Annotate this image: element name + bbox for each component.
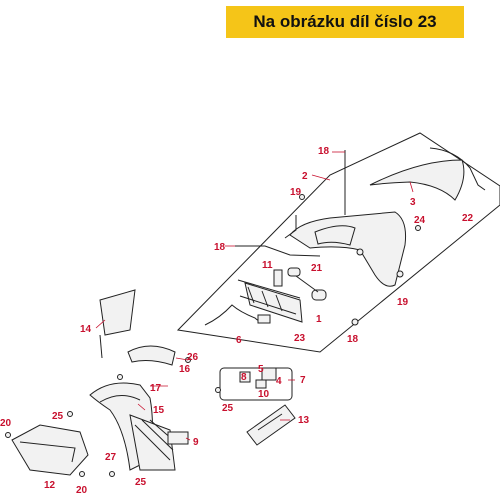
assembly-boundary	[176, 132, 500, 353]
bushing-21-part	[287, 267, 301, 277]
reflector-part	[167, 431, 189, 445]
callout-8: 8	[241, 372, 247, 383]
under-tray-part	[11, 424, 89, 476]
mount-line-18	[235, 245, 321, 257]
light-8-part	[239, 371, 251, 383]
screw	[67, 411, 73, 417]
callout-20: 20	[0, 418, 12, 429]
trim-strip-part	[429, 147, 486, 191]
bolt-11-part	[273, 269, 283, 287]
tail-cowl-part	[289, 211, 406, 287]
bracket-14-part	[99, 289, 136, 336]
screw	[215, 387, 221, 393]
screw	[117, 374, 123, 380]
callout-26: 26	[187, 352, 199, 363]
rear-guard-upper-part	[127, 345, 176, 366]
bushing-1-part	[311, 289, 327, 301]
callout-21: 21	[311, 263, 323, 274]
screw	[396, 270, 404, 278]
callout-7: 7	[300, 375, 306, 386]
callout-14: 14	[80, 324, 92, 335]
callout-16: 16	[179, 364, 191, 375]
callout-11: 11	[262, 260, 273, 271]
callout-5: 5	[258, 364, 264, 375]
connector-part	[257, 314, 271, 324]
banner-text: Na obrázku díl číslo 23	[253, 12, 437, 31]
part-number-banner: Na obrázku díl číslo 23	[226, 6, 464, 38]
callout-18: 18	[318, 146, 330, 157]
callout-25c: 25	[135, 477, 147, 488]
callout-19b: 19	[397, 297, 409, 308]
screw	[5, 432, 11, 438]
callout-3: 3	[410, 197, 416, 208]
callout-10: 10	[258, 389, 270, 400]
callout-13: 13	[298, 415, 310, 426]
callout-17: 17	[150, 383, 162, 394]
license-light-group-box	[219, 367, 293, 401]
screw	[351, 318, 359, 326]
tail-cowl-vent	[314, 225, 356, 246]
side-cover-part	[369, 159, 465, 201]
license-plate-part	[246, 404, 296, 446]
screw	[356, 248, 364, 256]
light-10-part	[255, 379, 267, 389]
callout-4: 4	[276, 376, 282, 387]
mount-line-19	[284, 215, 297, 239]
callout-6: 6	[236, 335, 242, 346]
callout-25b: 25	[222, 403, 234, 414]
callout-1: 1	[316, 314, 322, 325]
callout-18c: 18	[347, 334, 359, 345]
callout-18b: 18	[214, 242, 226, 253]
light-5-part	[261, 367, 277, 381]
callout-22: 22	[462, 213, 474, 224]
callout-23: 23	[294, 333, 306, 344]
callout-2: 2	[302, 171, 308, 182]
tail-light-bracket-part	[244, 282, 303, 323]
callout-19: 19	[290, 187, 302, 198]
screw	[79, 471, 85, 477]
callout-25: 25	[52, 411, 64, 422]
screw	[109, 471, 115, 477]
callout-24: 24	[414, 215, 426, 226]
callout-15: 15	[153, 405, 165, 416]
callout-9: 9	[193, 437, 199, 448]
screw	[299, 194, 305, 200]
callout-27: 27	[105, 452, 117, 463]
screw	[415, 225, 421, 231]
callout-12: 12	[44, 480, 56, 491]
callout-20b: 20	[76, 485, 88, 496]
